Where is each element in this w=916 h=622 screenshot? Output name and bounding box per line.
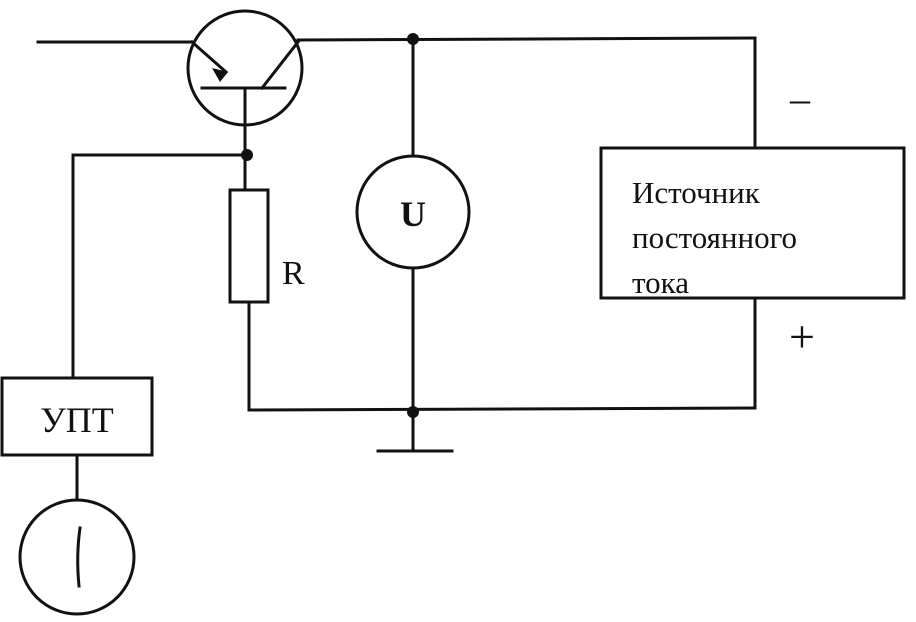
amplifier-label: УПТ	[40, 400, 113, 440]
voltmeter-label: U	[400, 194, 426, 234]
dc-source-label-line2: постоянного	[632, 220, 798, 255]
resistor-label: R	[282, 255, 305, 292]
galvanometer-needle	[76, 526, 82, 588]
top-wire	[296, 36, 757, 42]
dc-source-label: Источник постоянного тока	[632, 170, 892, 305]
dc-source-label-line1: Источник	[632, 175, 760, 210]
dc-source	[599, 146, 906, 300]
transistor-collector-lead	[259, 39, 301, 91]
bottom-wire	[247, 406, 757, 412]
resistor	[228, 188, 270, 304]
transistor-arrow	[212, 68, 228, 82]
plus-terminal-label: +	[789, 311, 815, 362]
transistor-emitter-lead	[189, 39, 229, 75]
transistor	[186, 9, 304, 127]
amplifier	[0, 376, 154, 457]
dc-source-label-line3: тока	[632, 265, 689, 300]
minus-terminal-label: –	[789, 76, 811, 121]
